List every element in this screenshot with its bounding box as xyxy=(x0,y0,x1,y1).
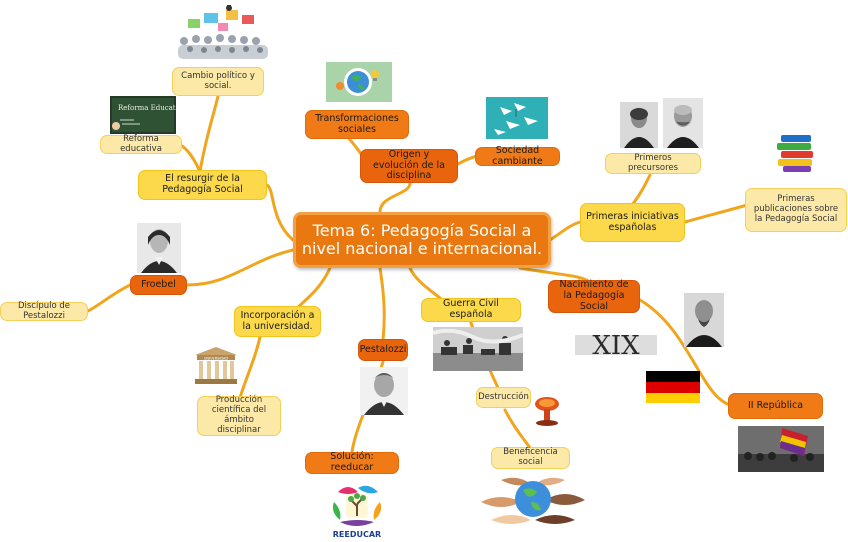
central-topic[interactable]: Tema 6: Pedagogía Social a nivel naciona… xyxy=(293,212,551,268)
germany-flag-icon xyxy=(646,371,700,403)
precursor-portrait-2-image xyxy=(663,98,703,148)
paper-planes-image xyxy=(486,97,548,139)
university-building-image: UNIVERSIDAD xyxy=(195,347,237,384)
node-primeras-publicaciones[interactable]: Primeras publicaciones sobre la Pedagogí… xyxy=(745,188,847,232)
node-produccion-cientifica[interactable]: Producción científica del ámbito discipl… xyxy=(197,396,281,436)
reeducar-logo-text: REEDUCAR xyxy=(333,530,381,539)
link-primeras-publicaciones xyxy=(683,203,749,224)
node-reforma-educativa[interactable]: Reforma educativa xyxy=(100,134,182,154)
node-solucion-reeducar[interactable]: Solución: reeducar xyxy=(305,451,399,474)
link-central-pestalozzi xyxy=(378,266,386,342)
chalkboard-image: Reforma Educativa xyxy=(110,96,176,134)
link-primeras-precursores xyxy=(630,173,652,207)
civil-war-photo-image xyxy=(433,327,523,371)
node-sociedad-cambiante[interactable]: Sociedad cambiante xyxy=(475,145,560,166)
node-beneficencia-social[interactable]: Beneficencia social xyxy=(491,447,570,469)
precursor-portrait-1-image xyxy=(620,102,658,148)
link-central-primeras xyxy=(548,220,582,242)
link-central-resurgir xyxy=(265,183,295,242)
hands-globe-image xyxy=(481,477,585,524)
link-froebel-discipulo xyxy=(86,283,132,313)
node-pestalozzi[interactable]: Pestalozzi xyxy=(358,339,408,361)
second-republic-photo-image xyxy=(738,426,824,472)
node-resurgir-pedagogia[interactable]: El resurgir de la Pedagogía Social xyxy=(138,170,267,200)
node-discipulo-pestalozzi[interactable]: Discípulo de Pestalozzi xyxy=(0,301,88,321)
link-central-guerra xyxy=(408,266,442,300)
froebel-portrait-image xyxy=(137,223,181,273)
link-resurgir-reforma xyxy=(180,144,202,174)
link-nacimiento-republica xyxy=(638,298,732,407)
node-cambio-politico[interactable]: Cambio político y social. xyxy=(172,67,264,96)
link-central-froebel xyxy=(185,248,295,287)
books-stack-image xyxy=(777,135,813,172)
node-froebel[interactable]: Froebel xyxy=(130,275,187,295)
crowd-protest-image xyxy=(178,5,268,59)
node-origen-evolucion[interactable]: Origen y evolución de la disciplina xyxy=(360,149,458,183)
node-transformaciones-sociales[interactable]: Transformaciones sociales xyxy=(305,110,409,139)
link-destruccion-beneficencia xyxy=(503,408,532,450)
node-guerra-civil[interactable]: Guerra Civil española xyxy=(421,298,521,322)
explosion-icon xyxy=(535,397,559,426)
pestalozzi-portrait-image xyxy=(360,367,408,415)
node-primeros-precursores[interactable]: Primeros precursores xyxy=(605,153,701,174)
globe-lightbulb-image xyxy=(326,62,392,102)
link-resurgir-cambio xyxy=(198,94,220,174)
reeducar-logo-image: REEDUCAR xyxy=(333,485,381,539)
roman-numeral-text: XIX xyxy=(592,331,640,361)
node-primeras-iniciativas[interactable]: Primeras iniciativas españolas xyxy=(580,203,685,242)
link-central-incorporacion xyxy=(293,266,332,312)
node-nacimiento-pedagogia[interactable]: Nacimiento de la Pedagogía Social xyxy=(548,279,640,313)
roman-numeral-xix-image: XIX xyxy=(575,331,657,361)
node-incorporacion-universidad[interactable]: Incorporación a la universidad. xyxy=(234,306,321,337)
chalkboard-text: Reforma Educativa xyxy=(118,104,176,112)
node-segunda-republica[interactable]: II República xyxy=(728,393,823,419)
founder-portrait-image xyxy=(684,293,724,347)
link-central-origen xyxy=(378,181,412,214)
university-sign: UNIVERSIDAD xyxy=(204,356,229,360)
link-incorporacion-produccion xyxy=(238,335,262,400)
node-destruccion[interactable]: Destrucción xyxy=(476,387,531,408)
